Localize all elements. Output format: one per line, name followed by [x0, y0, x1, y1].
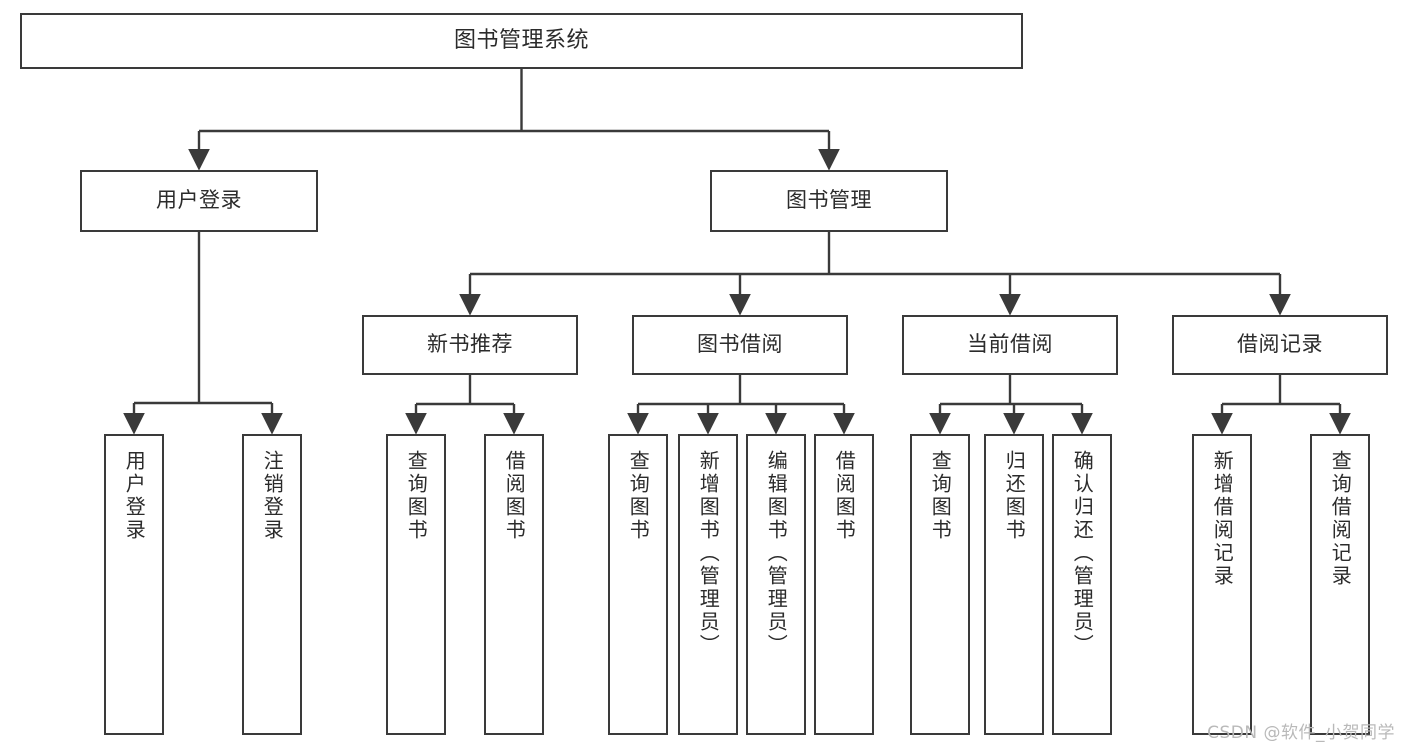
node-leaf-user-login[interactable]: 用户登录	[104, 434, 164, 735]
node-label: 新书推荐	[427, 332, 513, 357]
node-label: 借阅图书	[832, 450, 857, 542]
watermark: CSDN @软件_小贺同学	[1207, 723, 1395, 743]
node-leaf-bb-borrow[interactable]: 借阅图书	[814, 434, 874, 735]
node-label: 注销登录	[260, 450, 285, 542]
node-new-book-rec[interactable]: 新书推荐	[362, 315, 578, 375]
node-label: 查询图书	[928, 450, 953, 542]
node-label: 新增图书（管理员）	[696, 450, 721, 657]
node-leaf-br-query[interactable]: 查询借阅记录	[1310, 434, 1370, 735]
node-leaf-nb-query[interactable]: 查询图书	[386, 434, 446, 735]
node-leaf-bb-add[interactable]: 新增图书（管理员）	[678, 434, 738, 735]
node-leaf-logout[interactable]: 注销登录	[242, 434, 302, 735]
node-book-manage[interactable]: 图书管理	[710, 170, 948, 232]
node-label: 查询借阅记录	[1328, 450, 1353, 588]
node-leaf-cb-query[interactable]: 查询图书	[910, 434, 970, 735]
node-label: 当前借阅	[967, 332, 1053, 357]
node-label: 图书管理系统	[453, 27, 589, 53]
node-label: 编辑图书（管理员）	[764, 450, 789, 657]
node-book-borrow[interactable]: 图书借阅	[632, 315, 848, 375]
node-label: 用户登录	[156, 188, 242, 213]
node-leaf-cb-confirm[interactable]: 确认归还（管理员）	[1052, 434, 1112, 735]
node-label: 归还图书	[1002, 450, 1027, 542]
node-label: 图书借阅	[697, 332, 783, 357]
node-label: 查询图书	[404, 450, 429, 542]
node-label: 借阅图书	[502, 450, 527, 542]
node-label: 新增借阅记录	[1210, 450, 1235, 588]
node-leaf-br-add[interactable]: 新增借阅记录	[1192, 434, 1252, 735]
node-label: 借阅记录	[1237, 332, 1323, 357]
node-label: 查询图书	[626, 450, 651, 542]
node-root[interactable]: 图书管理系统	[20, 13, 1023, 69]
node-user-login[interactable]: 用户登录	[80, 170, 318, 232]
node-leaf-bb-edit[interactable]: 编辑图书（管理员）	[746, 434, 806, 735]
node-label: 确认归还（管理员）	[1070, 450, 1095, 657]
node-label: 用户登录	[122, 450, 147, 542]
node-current-borrow[interactable]: 当前借阅	[902, 315, 1118, 375]
node-leaf-bb-query[interactable]: 查询图书	[608, 434, 668, 735]
node-leaf-nb-borrow[interactable]: 借阅图书	[484, 434, 544, 735]
node-leaf-cb-return[interactable]: 归还图书	[984, 434, 1044, 735]
node-label: 图书管理	[786, 188, 872, 213]
node-borrow-record[interactable]: 借阅记录	[1172, 315, 1388, 375]
